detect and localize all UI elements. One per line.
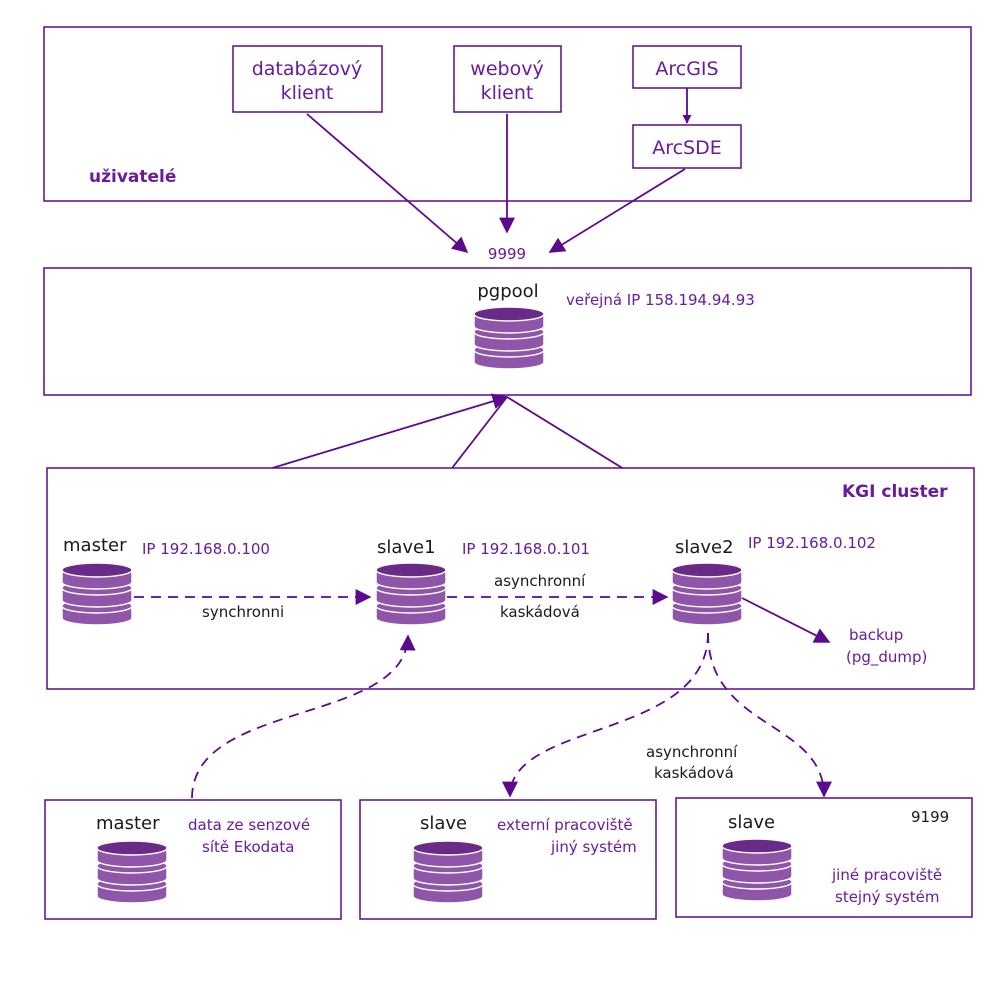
async-label: asynchronní	[494, 572, 586, 590]
pgpool-database-icon	[473, 306, 545, 370]
pgpool-port: 9999	[488, 245, 526, 263]
pgpool-name: pgpool	[477, 281, 538, 302]
cascade-label: kaskádová	[500, 603, 580, 621]
arcgis-box[interactable]	[632, 45, 742, 89]
kgi-cluster-section	[46, 467, 975, 690]
external-slave-name: slave	[420, 813, 467, 834]
other-slave-port: 9199	[911, 808, 949, 826]
other-slave-desc-1: jiné pracoviště	[831, 866, 942, 884]
master-database-icon	[61, 562, 133, 626]
db-client-to-pgpool-arrow	[306, 113, 469, 254]
slave2-to-external-slave-arrow	[502, 632, 709, 798]
arcgis-label: ArcGIS	[655, 58, 718, 80]
external-slave-database-icon	[412, 840, 484, 904]
slave2-name: slave2	[675, 537, 734, 558]
external-slave-box	[359, 799, 657, 920]
ekodata-master-database-icon	[96, 840, 168, 904]
external-slave-desc-2: jiný systém	[550, 838, 637, 856]
backup-label-2: (pg_dump)	[846, 648, 927, 667]
other-slave-database-icon	[721, 838, 793, 902]
database-client-label-1: databázový	[252, 58, 363, 80]
sync-label: synchronni	[202, 603, 284, 621]
external-slave-desc-1: externí pracoviště	[497, 816, 633, 834]
web-client-label-1: webový	[470, 58, 543, 80]
slave2-backup-arrow	[741, 597, 831, 643]
arcsde-to-pgpool-arrow	[548, 168, 686, 253]
ekodata-master-name: master	[96, 813, 160, 834]
ekodata-desc-1: data ze senzové	[188, 816, 310, 834]
ekodata-master-to-slave1-arrow	[191, 634, 416, 799]
backup-label-1: backup	[849, 626, 903, 644]
database-client-label-2: klient	[281, 82, 334, 104]
web-client-box[interactable]	[453, 45, 562, 113]
slave2-ip: IP 192.168.0.102	[748, 534, 876, 552]
slave2-database-icon	[671, 562, 743, 626]
arcsde-label: ArcSDE	[652, 137, 722, 159]
slave1-name: slave1	[377, 537, 436, 558]
slave1-database-icon	[375, 562, 447, 626]
other-slave-name: slave	[728, 812, 775, 833]
ekodata-master-box	[44, 799, 342, 920]
bottom-async-label: asynchronní	[646, 743, 738, 761]
kgi-cluster-title: KGI cluster	[842, 482, 948, 502]
web-client-label-2: klient	[481, 82, 534, 104]
other-slave-desc-2: stejný systém	[835, 888, 939, 906]
ekodata-desc-2: sítě Ekodata	[202, 838, 294, 856]
arcsde-box[interactable]	[632, 124, 742, 169]
database-client-box[interactable]	[232, 45, 383, 113]
users-section-label: uživatelé	[89, 167, 176, 187]
pgpool-public-ip: veřejná IP 158.194.94.93	[566, 291, 755, 309]
master-name: master	[63, 535, 127, 556]
slave1-ip: IP 192.168.0.101	[462, 540, 590, 558]
master-ip: IP 192.168.0.100	[142, 540, 270, 558]
bottom-cascade-label: kaskádová	[654, 764, 734, 782]
